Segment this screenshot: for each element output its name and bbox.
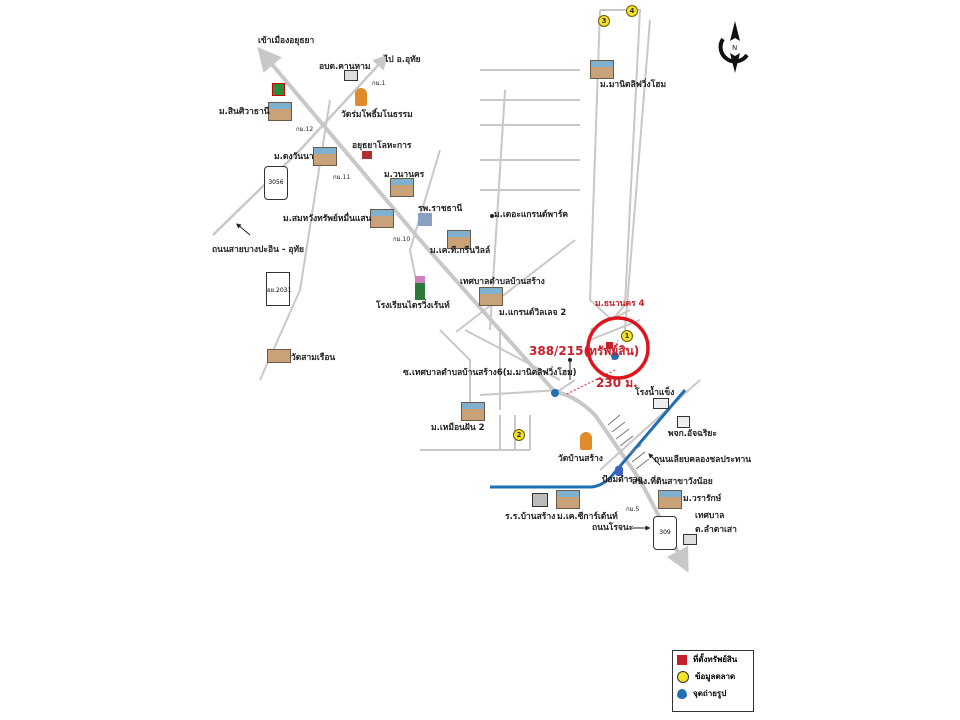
label-wat-rom-pho: วัดร่มโพธิ์มโนธรรม xyxy=(341,110,413,120)
compass-north-label: N xyxy=(732,44,738,52)
label-property-address: 388/215(ทรัพย์สิน) xyxy=(529,344,640,358)
label-ice-factory: โรงน้ำแข็ง xyxy=(635,388,675,398)
compass-icon xyxy=(718,21,749,73)
photo-point-icon xyxy=(611,352,619,360)
label-m-wananakhon: ม.วนานคร xyxy=(384,170,425,180)
housing-icon xyxy=(313,147,337,166)
housing-icon xyxy=(556,490,580,509)
ice-factory-icon xyxy=(653,398,669,409)
label-m-grand-village2: ม.แกรนด์วิลเลจ 2 xyxy=(499,308,567,318)
label-m-kc-garden: ม.เค.ซีการ์เด้นท์ xyxy=(557,512,618,522)
label-m-sinsiwa: ม.สินศิวาธานี xyxy=(219,107,270,117)
police-box-icon xyxy=(615,466,623,476)
temple-building-icon xyxy=(267,349,291,363)
route-2031-shield: อย.2031 xyxy=(266,272,291,306)
label-land-office: สนง.ที่ดินสาขาวังน้อย xyxy=(632,477,713,487)
housing-icon xyxy=(390,178,414,197)
housing-icon xyxy=(590,60,614,79)
label-pjk: พจก.อัจฉริยะ xyxy=(668,429,717,439)
label-km11: กม.11 xyxy=(333,174,351,181)
photo-point-icon xyxy=(551,389,559,397)
seven-eleven-icon xyxy=(272,83,285,96)
label-m-somwang: ม.สมหวังทรัพย์หมื่นแสน xyxy=(283,214,372,224)
label-km10: กม.10 xyxy=(393,236,411,243)
temple-icon xyxy=(580,432,592,450)
label-municipality-lamtasao-2: ต.ลำตาเสา xyxy=(695,525,737,535)
label-police-box: ป้อมตำรวจ xyxy=(602,475,643,485)
label-m-muean-fan2: ม.เหมือนฝัน 2 xyxy=(431,423,485,433)
legend-item-market-data: ข้อมูลตลาด xyxy=(677,668,753,685)
route-3056-shield: 3056 xyxy=(264,166,288,200)
temple-icon xyxy=(355,88,367,106)
label-km1: กม.1 xyxy=(372,80,386,87)
label-m-grand-park: ม.เดอะแกรนด์พาร์ค xyxy=(494,210,569,220)
map-legend: ที่ตั้งทรัพย์สิน ข้อมูลตลาด จุดถ่ายรูป xyxy=(672,650,754,712)
label-rojana-road: ถนนโรจนะ xyxy=(592,523,634,533)
property-highlight-circle xyxy=(586,316,650,380)
main-road-to-ayutthaya xyxy=(257,46,557,394)
market-data-marker-1[interactable]: 1 xyxy=(621,330,633,342)
legend-item-property: ที่ตั้งทรัพย์สิน xyxy=(677,651,753,668)
factory-icon xyxy=(362,151,372,159)
label-ayutthaya-steel: อยุธยาโลหะการ xyxy=(352,141,412,151)
label-m-kt-green: ม.เค.ที.กรีนวิลล์ xyxy=(430,246,491,256)
label-school-bansang: ร.ร.บ้านสร้าง xyxy=(505,512,556,522)
school-icon xyxy=(415,276,425,300)
legend-label: จุดถ่ายรูป xyxy=(693,689,727,698)
housing-icon xyxy=(268,102,292,121)
government-office-icon xyxy=(683,534,697,545)
hospital-icon xyxy=(418,213,432,226)
label-m-manit: ม.มานิตลิฟวิ่งโฮม xyxy=(600,80,667,90)
market-marker-swatch-icon xyxy=(677,670,689,683)
label-to-ayutthaya: เข้าเมืองอยุธยา xyxy=(258,36,315,46)
government-office-icon xyxy=(344,70,358,81)
route-309-shield: 309 xyxy=(653,516,677,550)
housing-icon xyxy=(461,402,485,421)
label-road-bangpain-uthai: ถนนสายบางปะอิน - อุทัย xyxy=(212,245,305,255)
label-canal-road: ถนนเลียบคลองชลประทาน xyxy=(654,455,752,465)
market-data-marker-2[interactable]: 2 xyxy=(513,429,525,441)
label-municipality-lamtasao-1: เทศบาล xyxy=(695,511,725,521)
legend-label: ข้อมูลตลาด xyxy=(695,672,736,681)
market-data-marker-3[interactable]: 3 xyxy=(598,15,610,27)
market-data-marker-4[interactable]: 4 xyxy=(626,5,638,17)
rojana-road xyxy=(554,390,689,573)
photo-drop-swatch-icon xyxy=(677,688,687,699)
school-building-icon xyxy=(532,493,548,507)
label-municipality-bansang: เทศบาลตำบลบ้านสร้าง xyxy=(460,277,545,287)
label-km5: กม.5 xyxy=(626,506,640,513)
label-m-dongwanna: ม.ดงวันนา xyxy=(274,152,314,162)
property-swatch-icon xyxy=(677,654,687,665)
label-to-uthai: ไป อ.อุทัย xyxy=(384,55,421,65)
housing-icon xyxy=(370,209,394,228)
legend-label: ที่ตั้งทรัพย์สิน xyxy=(693,655,738,664)
housing-icon xyxy=(447,230,471,249)
label-obt-khanham: อบต.คานหาม xyxy=(319,62,371,72)
label-m-wararak: ม.วรารักษ์ xyxy=(683,494,722,504)
label-wat-sam-ruean: วัดสามเรือน xyxy=(291,353,336,363)
shop-icon xyxy=(677,416,690,428)
label-soi-bansang6: ซ.เทศบาลตำบลบ้านสร้าง6(ม.มานิตลิฟวิ่งโฮม… xyxy=(403,368,577,378)
label-hospital: รพ.ราชธานี xyxy=(418,204,463,214)
label-km12: กม.12 xyxy=(296,126,314,133)
property-marker xyxy=(606,342,613,349)
legend-item-photo-point: จุดถ่ายรูป xyxy=(677,685,753,702)
irrigation-canal xyxy=(490,389,687,489)
label-distance: 230 ม. xyxy=(596,376,638,390)
housing-icon xyxy=(658,490,682,509)
label-wat-ban-sang: วัดบ้านสร้าง xyxy=(558,454,603,464)
label-m-thananakhon4: ม.ธนานคร 4 xyxy=(595,299,645,309)
housing-icon xyxy=(479,287,503,306)
label-driving-school: โรงเรียนไดรวิ่งเร้นท์ xyxy=(376,301,450,311)
